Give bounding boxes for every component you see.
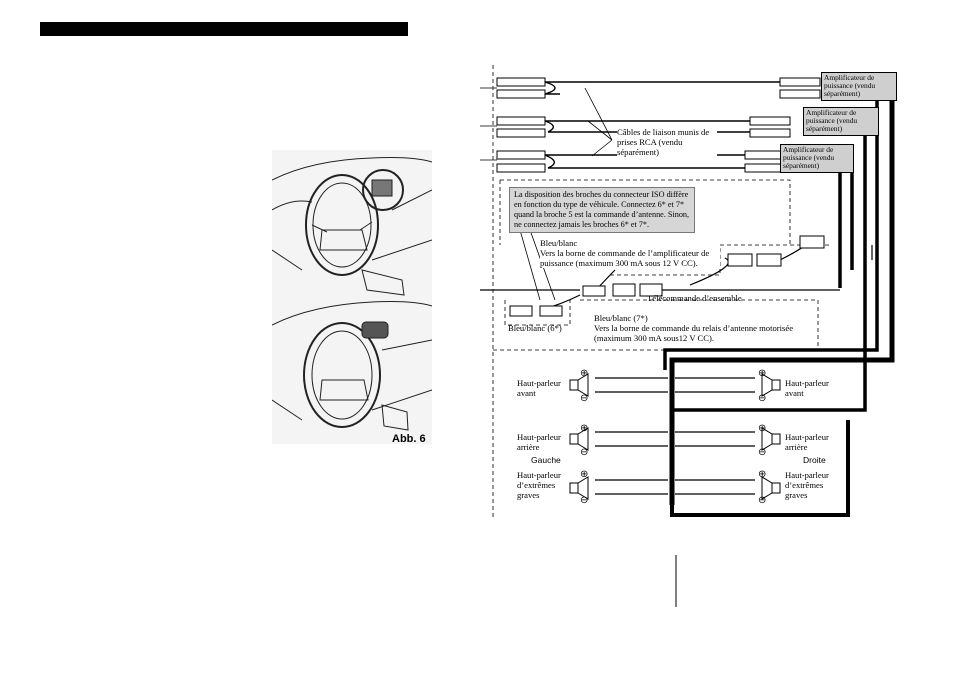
steering-wheel-drawing xyxy=(272,157,432,431)
amplifier-1: Amplificateur de puissance (vendu séparé… xyxy=(821,72,897,101)
right-heading: Droite xyxy=(803,455,826,465)
left-sub-speaker-label: Haut-parleur d’extrêmes graves xyxy=(517,470,561,500)
blue-white-amp-label: Bleu/blanc Vers la borne de commande de … xyxy=(540,238,720,268)
polarity-minus-right-rear: ⊖ xyxy=(758,447,767,458)
polarity-plus-left-front: ⊕ xyxy=(580,368,589,379)
polarity-plus-right-rear: ⊕ xyxy=(758,423,767,434)
left-front-speaker-label: Haut-parleur avant xyxy=(517,378,561,398)
amplifier-3: Amplificateur de puissance (vendu séparé… xyxy=(780,144,854,173)
left-heading: Gauche xyxy=(531,455,561,465)
right-front-speaker-label: Haut-parleur avant xyxy=(785,378,829,398)
polarity-minus-left-front: ⊖ xyxy=(580,393,589,404)
title-bar xyxy=(40,22,408,36)
figure-label: Abb. 6 xyxy=(392,433,426,445)
polarity-plus-left-sub: ⊕ xyxy=(580,469,589,480)
blue-white-6-label: Bleu/blanc (6*) xyxy=(508,323,562,333)
polarity-minus-left-sub: ⊖ xyxy=(580,495,589,506)
rca-cable-label: Câbles de liaison munis de prises RCA (v… xyxy=(617,127,717,157)
remote-label: Télécommande d’ensemble xyxy=(647,293,742,303)
steering-wheel-illustration xyxy=(272,150,432,444)
polarity-plus-right-front: ⊕ xyxy=(758,368,767,379)
right-sub-speaker-label: Haut-parleur d’extrêmes graves xyxy=(785,470,829,500)
polarity-minus-right-sub: ⊖ xyxy=(758,495,767,506)
right-rear-speaker-label: Haut-parleur arrière xyxy=(785,432,829,452)
iso-connector-note: La disposition des broches du connecteur… xyxy=(509,187,695,233)
polarity-plus-left-rear: ⊕ xyxy=(580,423,589,434)
polarity-minus-right-front: ⊖ xyxy=(758,393,767,404)
polarity-minus-left-rear: ⊖ xyxy=(580,447,589,458)
polarity-plus-right-sub: ⊕ xyxy=(758,469,767,480)
blue-white-7-label: Bleu/blanc (7*) Vers la borne de command… xyxy=(594,313,794,343)
amplifier-2: Amplificateur de puissance (vendu séparé… xyxy=(803,107,879,136)
left-rear-speaker-label: Haut-parleur arrière xyxy=(517,432,561,452)
